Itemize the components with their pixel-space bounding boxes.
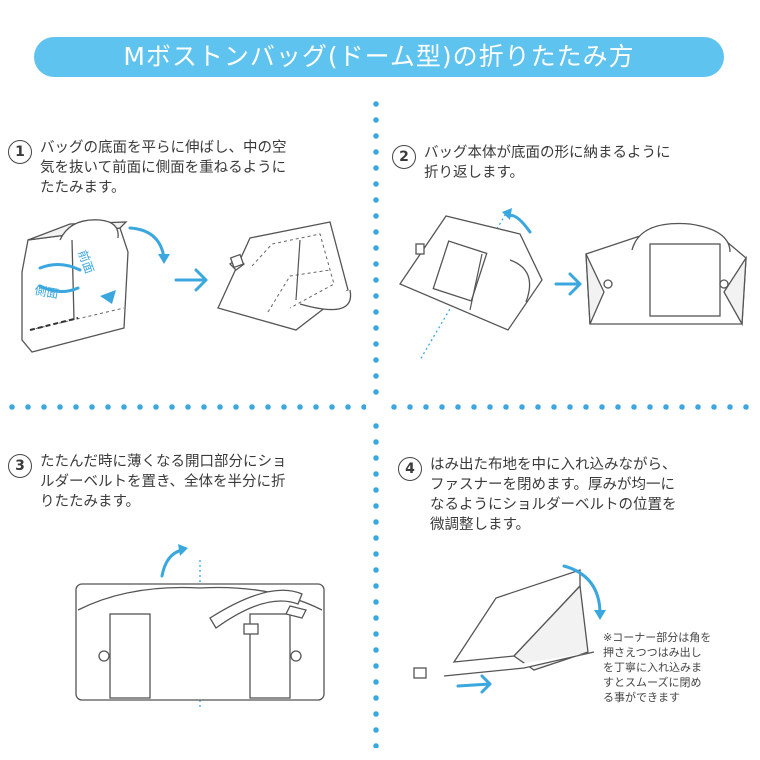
- step-1-illustration: 前面 側面: [21, 219, 352, 353]
- step-2-text: バッグ本体が底面の形に納まるように 折り返します。: [424, 145, 671, 181]
- corner-tip-note: ※コーナー部分は角を 押さえつつはみ出し を丁寧に入れ込みま すとスムーズに閉め…: [603, 631, 712, 704]
- step-4-number: 4: [398, 457, 422, 481]
- step-3-text: たたんだ時に薄くなる開口部分にショ ルダーベルトを置き、全体を半分に折 りたたみ…: [40, 454, 287, 510]
- vertical-divider-top: [373, 96, 379, 396]
- step-2-illustration: [399, 208, 747, 361]
- horizontal-divider-right: [386, 404, 758, 410]
- step-1-text: バッグの底面を平らに伸ばし、中の空 気を抜いて前面に側面を重ねるように たたみま…: [40, 140, 287, 196]
- step-3-illustration: [75, 544, 325, 710]
- step-3-number: 3: [8, 454, 32, 478]
- page-title: Mボストンバッグ(ドーム型)の折りたたみ方: [34, 37, 724, 77]
- vertical-divider-bottom: [373, 418, 379, 748]
- step-1-number: 1: [8, 140, 32, 164]
- step-4-text: はみ出た布地を中に入れ込みながら、 ファスナーを閉めます。厚みが均一に なるよう…: [430, 457, 677, 533]
- horizontal-divider-left: [4, 404, 366, 410]
- step-4-illustration: [413, 564, 606, 694]
- step-2-number: 2: [392, 145, 416, 169]
